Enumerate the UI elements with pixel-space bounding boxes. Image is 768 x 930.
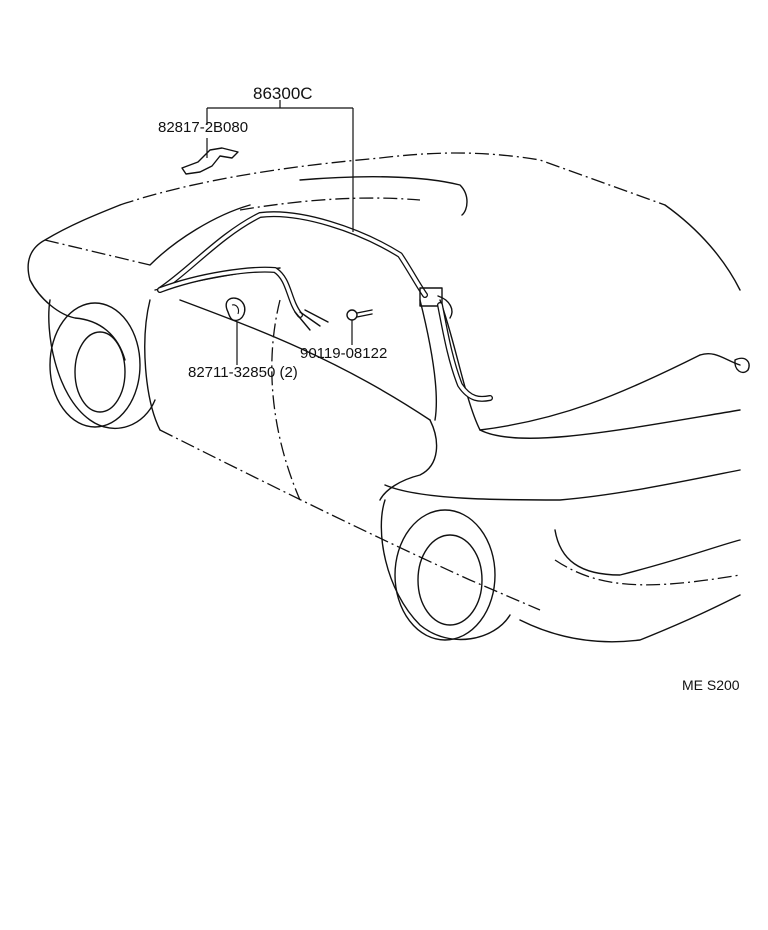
roof-rear-edge: [664, 204, 741, 291]
trunk-lid: [699, 353, 741, 366]
clamp-part-number: 82711-32850 (2): [188, 364, 298, 381]
door-window-line: [179, 299, 431, 421]
rear-wheel-arch: [380, 499, 511, 641]
bracket-part: [181, 147, 239, 175]
leader-assembly: [206, 100, 354, 232]
rear-bumper-bottom: [519, 594, 741, 643]
antenna-harness: [157, 211, 493, 402]
front-wheel-hub: [74, 331, 126, 413]
headliner: [239, 197, 421, 211]
screw-part: [346, 309, 373, 321]
rear-bumper-top: [554, 529, 741, 576]
c-pillar: [419, 299, 438, 421]
rear-deck: [479, 409, 741, 439]
connector-bundle: [294, 309, 329, 331]
rear-quarter: [384, 469, 741, 501]
bracket-shape: [181, 147, 239, 175]
clamp-part: [225, 297, 246, 322]
hood-line: [27, 204, 121, 281]
assembly-part-number: 86300C: [253, 84, 313, 103]
front-door-leading-edge: [144, 299, 161, 431]
trunk-release: [734, 357, 750, 374]
harness-branch-inner: [158, 267, 302, 317]
front-wheel: [49, 302, 141, 428]
bumper-dash: [554, 559, 741, 586]
harness-cable-inner: [158, 212, 427, 297]
rear-shelf: [299, 176, 468, 216]
windshield-base: [44, 239, 151, 266]
rear-door-edge: [379, 419, 438, 501]
clamp-shape: [225, 297, 246, 322]
leader-lines: [206, 100, 354, 365]
front-wheel-arch: [48, 299, 156, 430]
rear-wheel: [394, 509, 496, 641]
body-sill: [159, 429, 541, 611]
door-split: [271, 299, 301, 501]
rear-wheel-hub: [417, 534, 483, 626]
car-body: [27, 152, 750, 643]
windshield-frame: [149, 204, 251, 266]
screw-thread: [356, 309, 373, 318]
screw-part-number: 90119-08122: [300, 345, 387, 362]
harness-cable-outer: [157, 211, 428, 298]
clamp-detail: [231, 304, 240, 315]
rear-window-lower: [439, 299, 701, 431]
rear-lead-inner: [438, 303, 492, 401]
figure-code: ME S200: [682, 677, 740, 693]
roof-outline: [119, 152, 666, 206]
screw-head: [346, 309, 358, 321]
bracket-part-number: 82817-2B080: [158, 119, 248, 136]
amplifier-tab: [437, 295, 453, 319]
front-fender: [29, 279, 126, 361]
